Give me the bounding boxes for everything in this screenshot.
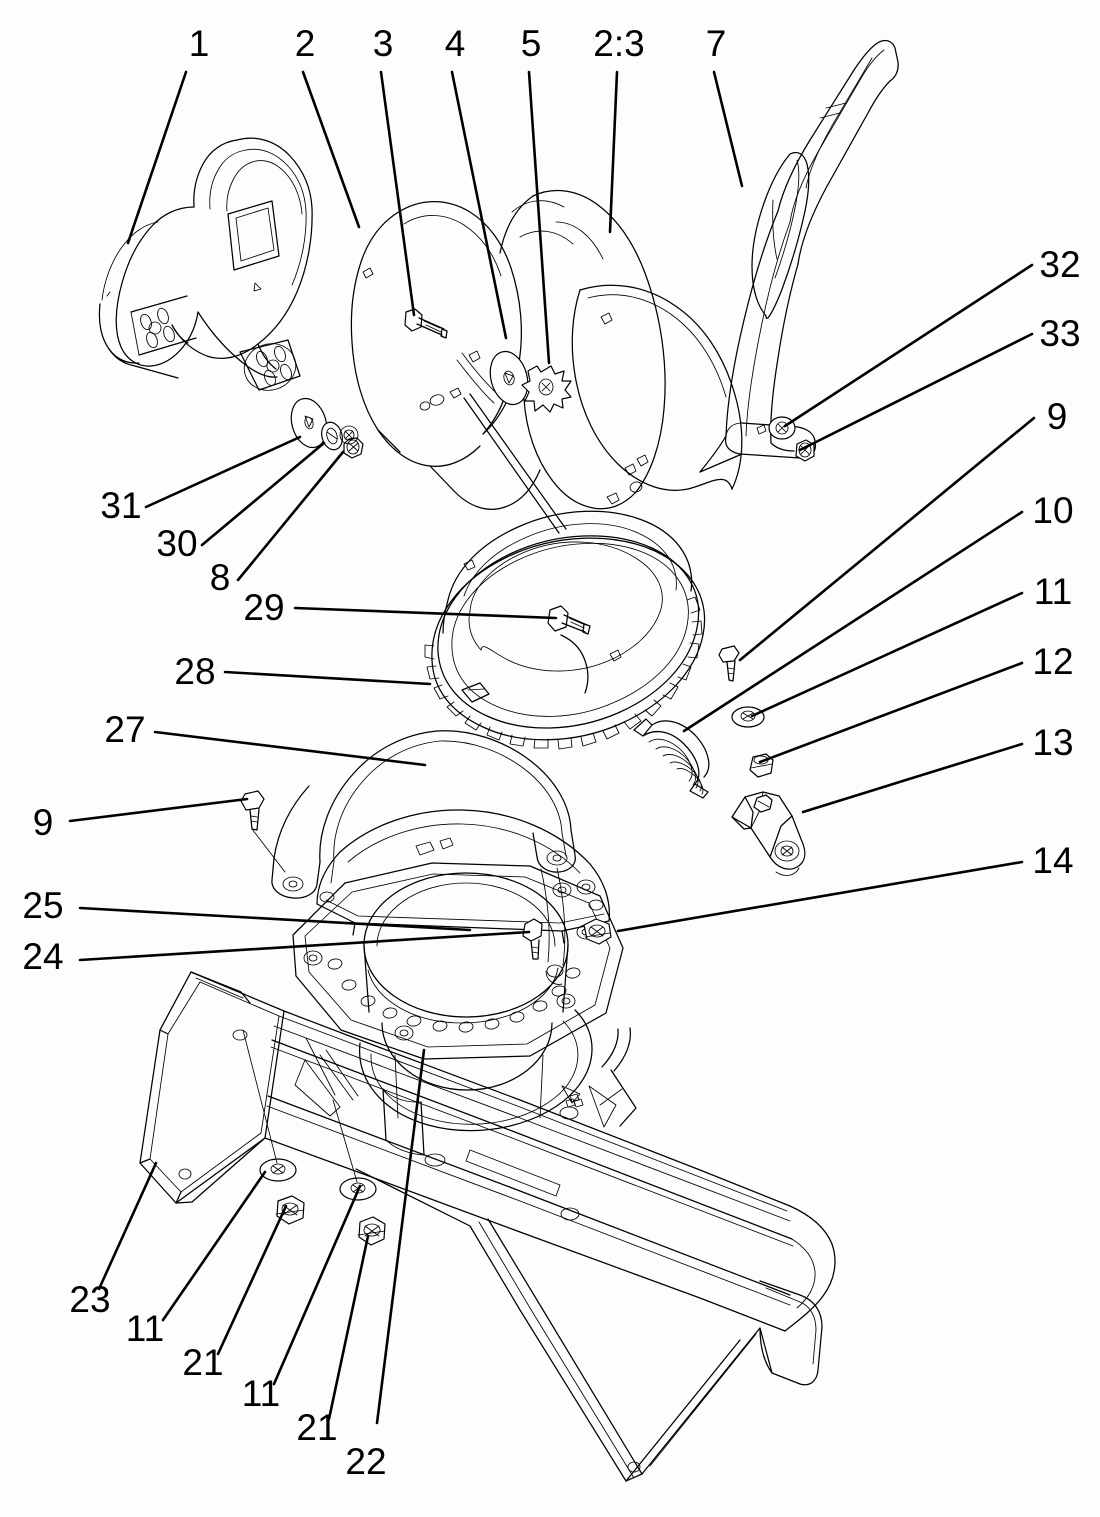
part-ring-mount-bolt xyxy=(547,605,591,635)
callout-label-9-left: 9 xyxy=(33,802,54,843)
leader-4 xyxy=(450,70,508,340)
callout-label-14: 14 xyxy=(1032,840,1073,881)
part-chute-base-mounting-plate xyxy=(292,862,624,1091)
leader-7 xyxy=(712,70,744,188)
part-chute-deflector-hood xyxy=(98,137,313,391)
leader-25 xyxy=(78,906,472,932)
callout-label-24: 24 xyxy=(22,936,63,977)
callout-label-29: 29 xyxy=(243,587,284,628)
callout-label-11-a: 11 xyxy=(126,1308,164,1349)
leader-22 xyxy=(375,1048,426,1425)
part-worm-gear-shaft xyxy=(633,718,710,799)
leader-32 xyxy=(783,263,1034,428)
part-lock-nut-11-bottom-b xyxy=(339,1177,377,1201)
callout-leaders xyxy=(68,70,1036,1425)
leader-10 xyxy=(682,510,1024,733)
callout-label-9-right: 9 xyxy=(1047,396,1068,437)
leader-13 xyxy=(801,742,1024,814)
leader-33 xyxy=(798,332,1034,452)
leader-11b xyxy=(272,1184,362,1386)
leader-14 xyxy=(616,860,1024,933)
leader-11a xyxy=(161,1170,267,1322)
part-carriage-bolt-21-b xyxy=(305,1037,386,1246)
part-pivot-disc-washer xyxy=(290,397,328,449)
part-flat-washer-10 xyxy=(731,706,765,728)
callout-label-11-right: 11 xyxy=(1034,571,1072,612)
part-carriage-bolt-21-a xyxy=(242,1029,305,1225)
leader-12 xyxy=(758,661,1024,764)
leader-9r xyxy=(738,416,1036,662)
callout-label-12: 12 xyxy=(1032,641,1073,682)
callout-label-10: 10 xyxy=(1032,490,1073,531)
leader-21b xyxy=(327,1234,370,1421)
leader-1 xyxy=(126,70,188,245)
part-arm-mount-washer xyxy=(768,416,796,440)
callout-label-5: 5 xyxy=(521,23,542,64)
callout-label-2: 2 xyxy=(295,23,316,64)
leader-3 xyxy=(379,70,416,317)
part-chute-retainer-band xyxy=(271,730,576,966)
leader-29 xyxy=(293,606,558,620)
part-self-tapping-screw-left xyxy=(240,790,286,873)
part-chute-support-arm xyxy=(699,39,899,473)
leader-2 xyxy=(301,70,361,229)
leader-27 xyxy=(153,730,427,767)
part-chute-upper-barrel xyxy=(499,189,743,510)
callout-label-28: 28 xyxy=(174,651,215,692)
leader-21a xyxy=(216,1204,288,1356)
part-gear-mounting-bracket xyxy=(731,791,806,876)
leader-9l xyxy=(68,797,249,823)
leader-5 xyxy=(527,70,551,365)
part-chute-gear-ring xyxy=(424,510,706,750)
callout-label-32: 32 xyxy=(1039,244,1080,285)
part-flange-lock-nut-14 xyxy=(583,918,612,945)
callout-label-27: 27 xyxy=(104,709,145,750)
leader-24 xyxy=(78,930,531,962)
part-auger-housing-body xyxy=(175,1009,836,1482)
callout-label-33: 33 xyxy=(1039,313,1080,354)
leader-2-3 xyxy=(608,70,619,234)
callout-label-1: 1 xyxy=(189,23,210,64)
callout-label-31: 31 xyxy=(100,485,141,526)
part-lock-washer-30 xyxy=(321,421,343,451)
part-toothed-retainer-clip xyxy=(521,365,572,413)
callout-label-30: 30 xyxy=(156,523,197,564)
part-hex-nut-8 xyxy=(343,437,364,459)
callout-label-4: 4 xyxy=(445,23,466,64)
leader-8 xyxy=(236,450,345,582)
callout-label-3: 3 xyxy=(373,23,394,64)
part-lock-nut-11-bottom-a xyxy=(259,1158,297,1182)
part-self-tapping-screw-right xyxy=(718,645,740,682)
callout-label-2-3: 2:3 xyxy=(593,23,644,64)
callout-label-25: 25 xyxy=(22,885,63,926)
callout-label-21-b: 21 xyxy=(296,1407,337,1448)
callout-label-13: 13 xyxy=(1032,722,1073,763)
callout-label-21-a: 21 xyxy=(182,1342,223,1383)
callout-label-23: 23 xyxy=(69,1279,110,1320)
part-chute-retainer-strap xyxy=(316,809,610,944)
part-hex-bolt-3 xyxy=(404,308,448,339)
leader-28 xyxy=(223,670,432,686)
callout-label-7: 7 xyxy=(706,23,727,64)
leader-11r xyxy=(750,591,1024,718)
callout-label-11-b: 11 xyxy=(242,1373,280,1414)
leader-23 xyxy=(97,1161,158,1291)
leader-30 xyxy=(200,441,326,547)
callout-label-8: 8 xyxy=(210,557,231,598)
callout-label-22: 22 xyxy=(345,1441,386,1482)
callout-numbers: 1 2 3 4 5 2:3 7 32 33 9 10 11 12 13 14 3… xyxy=(22,23,1080,1482)
part-pivot-washer-4 xyxy=(489,350,529,406)
leader-31 xyxy=(144,435,302,509)
